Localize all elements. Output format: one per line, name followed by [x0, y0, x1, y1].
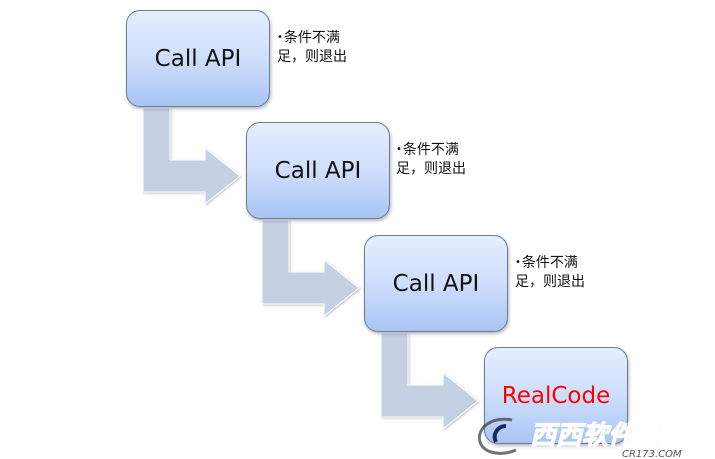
- step-box-1: Call API: [126, 10, 270, 107]
- step-label: Call API: [392, 270, 480, 297]
- watermark-main: 西西软件园: [530, 421, 664, 451]
- bent-arrow-2: [261, 219, 360, 318]
- watermark-sub: CR173.COM: [622, 449, 682, 459]
- step-label: RealCode: [501, 382, 611, 409]
- step-box-3: Call API: [364, 235, 508, 332]
- step-note-2: •条件不满足，则退出: [396, 142, 466, 177]
- watermark-logo: 西西软件园 CR173.COM: [477, 417, 682, 459]
- step-note-3: •条件不满足，则退出: [515, 255, 585, 290]
- bent-arrow-3: [380, 332, 479, 431]
- step-box-realcode: RealCode: [484, 347, 628, 444]
- bent-arrow-1: [142, 107, 241, 206]
- step-label: Call API: [274, 157, 362, 184]
- step-label: Call API: [154, 45, 242, 72]
- watermark-swirl-icon: [477, 417, 517, 455]
- bullet-icon: •: [515, 257, 521, 268]
- bullet-icon: •: [277, 32, 283, 43]
- step-box-2: Call API: [246, 122, 390, 219]
- bullet-icon: •: [396, 144, 402, 155]
- step-note-1: •条件不满足，则退出: [277, 30, 347, 65]
